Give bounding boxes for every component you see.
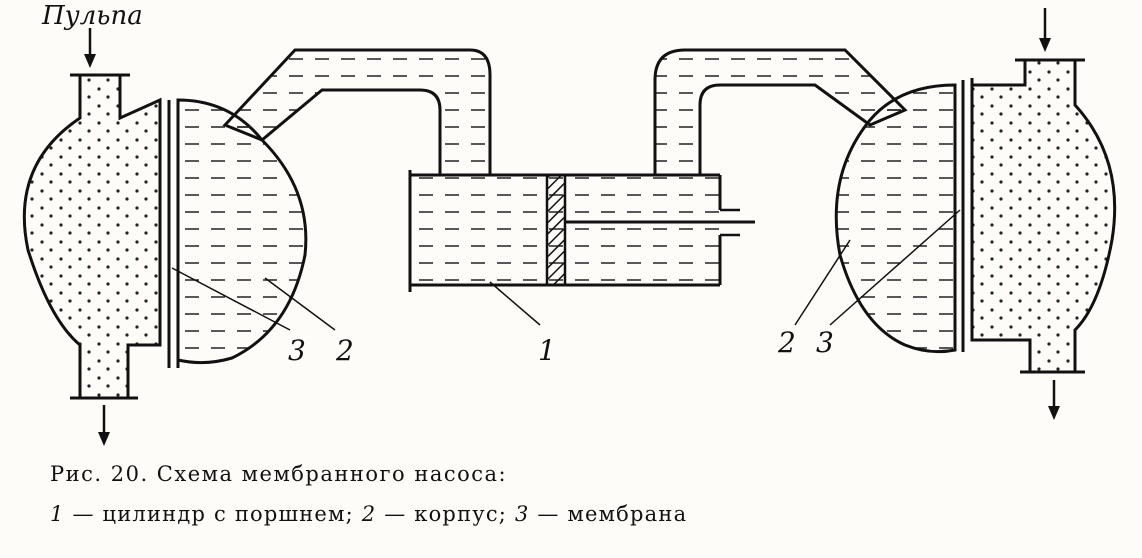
right-housing	[834, 83, 957, 354]
right-pulp-chamber	[970, 58, 1117, 374]
label-2-right: 2	[777, 326, 796, 359]
cylinder-with-piston	[408, 170, 755, 292]
left-housing	[176, 98, 308, 365]
legend-text-1: — цилиндр с поршнем;	[64, 502, 362, 526]
legend-key-1: 1	[50, 502, 65, 526]
pulp-inlet-arrow-left	[84, 28, 96, 68]
right-pump	[834, 58, 1117, 374]
figure-caption-title: Рис. 20. Схема мембранного насоса:	[50, 462, 508, 486]
label-3-right: 3	[816, 326, 834, 359]
legend-text-3: — мембрана	[529, 502, 688, 526]
membrane-pump-diagram: Пульпа 3 2 1 2 3	[22, 1, 1117, 446]
leader-2-right	[794, 239, 851, 326]
legend-key-2: 2	[361, 502, 377, 526]
figure-caption-legend: 1 — цилиндр с поршнем; 2 — корпус; 3 — м…	[50, 502, 687, 526]
leader-3-right	[829, 209, 961, 326]
left-pump	[22, 73, 308, 400]
leader-2-left	[264, 277, 336, 331]
legend-key-3: 3	[514, 502, 530, 526]
pulp-outlet-arrow-left	[98, 405, 110, 446]
pulp-outlet-arrow-right	[1048, 380, 1060, 420]
label-3-left: 3	[288, 334, 306, 367]
legend-text-2: — корпус;	[376, 502, 515, 526]
label-1: 1	[538, 334, 556, 367]
leader-1	[489, 281, 541, 326]
label-2-left: 2	[335, 334, 354, 367]
leader-3-left	[171, 267, 291, 331]
piston	[545, 173, 567, 287]
left-pulp-chamber	[22, 73, 162, 400]
label-pulp: Пульпа	[41, 1, 143, 31]
pulp-inlet-arrow-right	[1039, 8, 1051, 52]
